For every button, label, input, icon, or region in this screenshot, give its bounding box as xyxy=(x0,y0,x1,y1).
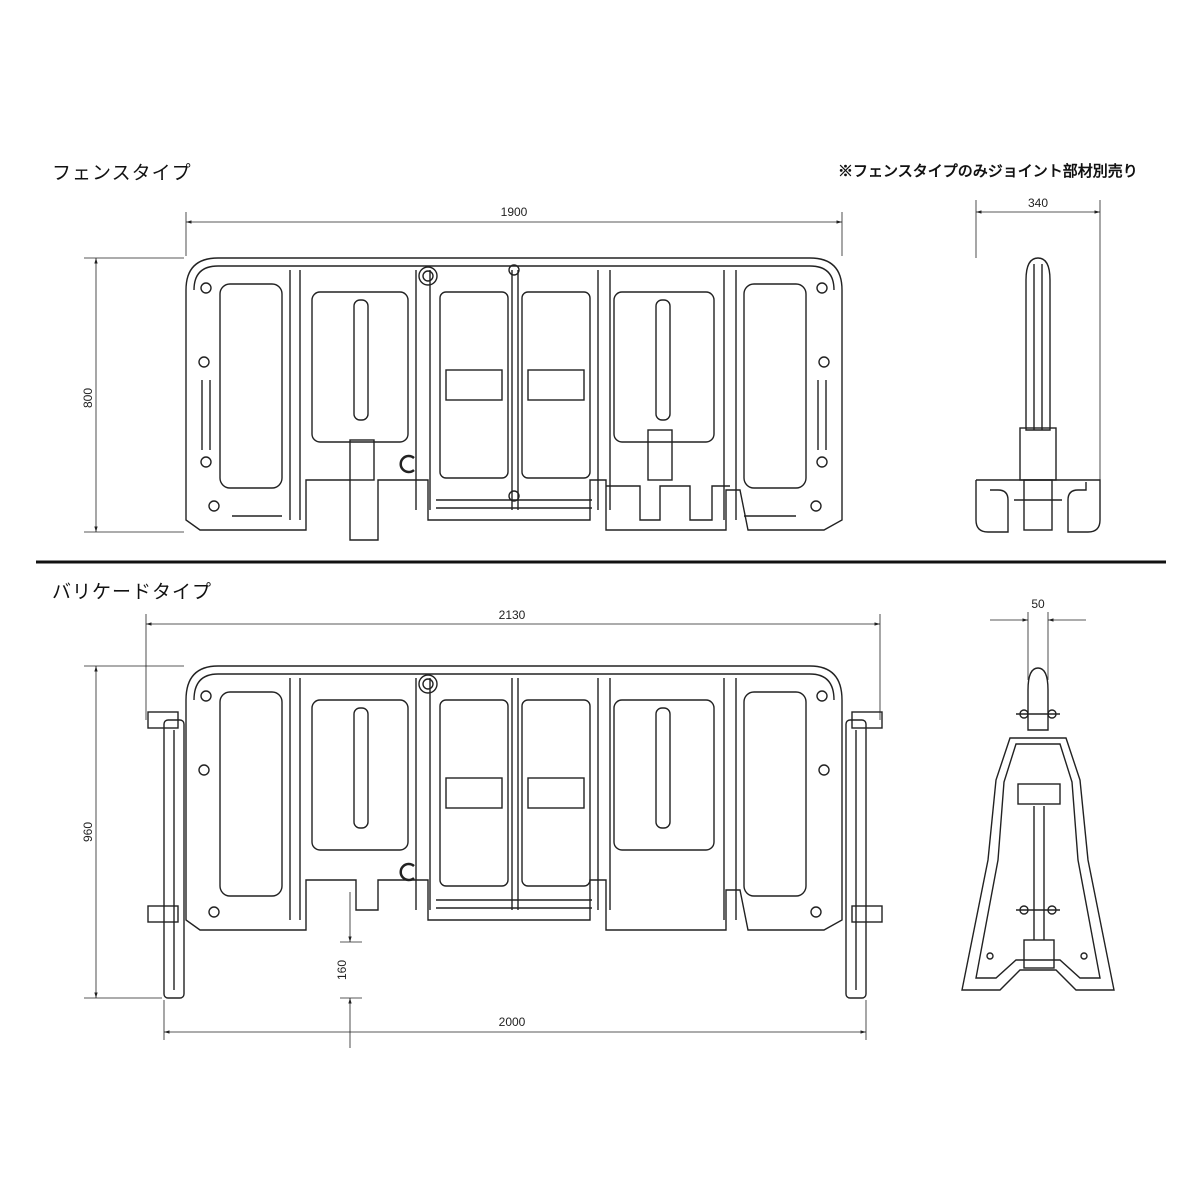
fence-depth-label: 340 xyxy=(1028,196,1048,210)
fence-width-label: 1900 xyxy=(501,205,528,219)
barricade-dimension-lines xyxy=(84,612,1086,1048)
fence-front-view xyxy=(185,257,843,541)
barricade-front-view xyxy=(147,665,883,999)
fence-height-label: 800 xyxy=(81,388,95,408)
barricade-width-top-label: 2130 xyxy=(499,608,526,622)
fence-type-title: フェンスタイプ xyxy=(52,162,192,184)
barricade-height-label: 960 xyxy=(81,822,95,842)
barricade-width-bottom-label: 2000 xyxy=(499,1015,526,1029)
fence-side-view xyxy=(975,257,1101,533)
barricade-side-view xyxy=(961,667,1115,991)
fence-joint-note: ※フェンスタイプのみジョイント部材別売り xyxy=(838,162,1138,180)
barricade-leg-label: 160 xyxy=(335,960,349,980)
barricade-depth-label: 50 xyxy=(1031,597,1045,611)
barricade-type-title: バリケードタイプ xyxy=(52,581,213,603)
fence-dimension-lines xyxy=(84,200,1101,533)
